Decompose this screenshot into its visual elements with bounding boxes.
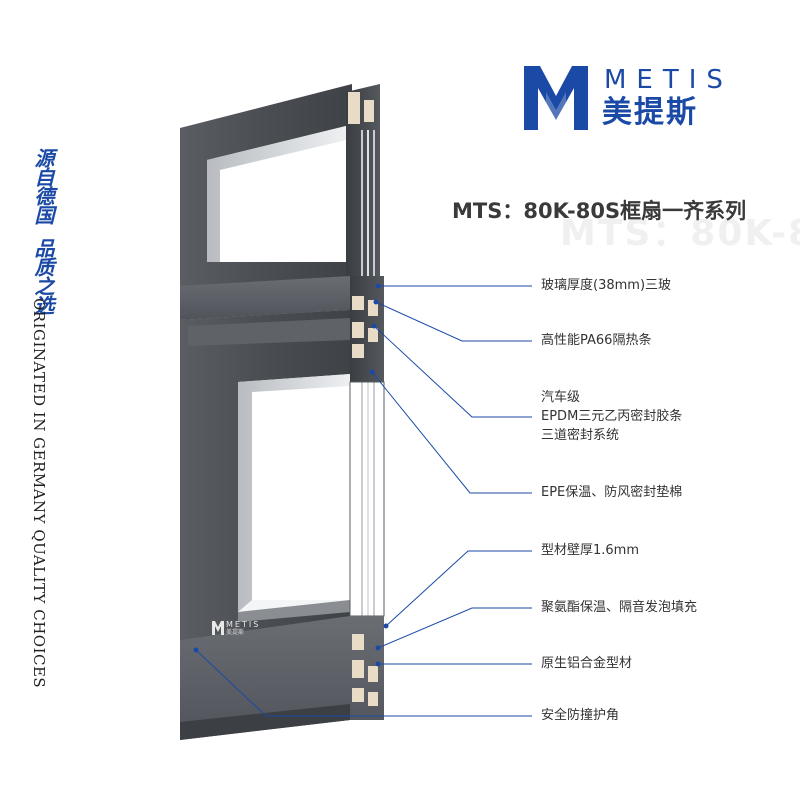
upper-insulation-strip-2 xyxy=(364,100,374,122)
slogan-chinese: 源自德国品质之选 xyxy=(24,148,55,314)
lower-glass xyxy=(252,386,350,600)
slogan-chinese-part2: 品质之选 xyxy=(31,238,55,314)
series-title: MTS：80K-80S框扇一齐系列 xyxy=(452,199,747,223)
badge-latin: METIS xyxy=(226,620,261,629)
badge-chinese: 美提斯 xyxy=(226,629,245,636)
leader-lines xyxy=(195,285,532,717)
bottom-insulation-strip xyxy=(352,634,364,650)
transom-top xyxy=(180,276,350,320)
upper-glass xyxy=(220,140,346,262)
feature-label-insulation-strip: 高性能PA66隔热条 xyxy=(541,333,652,348)
feature-label-glass: 玻璃厚度(38mm)三玻 xyxy=(541,278,672,293)
feature-label-foam-fill: 聚氨酯保温、隔音发泡填充 xyxy=(541,600,698,615)
brand-chinese-name: 美提斯 xyxy=(602,95,698,130)
series-title-watermark: MTS：80K-8 xyxy=(560,214,800,254)
brand-m-icon xyxy=(524,66,588,130)
upper-insulation-strip xyxy=(348,92,360,124)
upper-glass-edge xyxy=(207,126,346,262)
leader-dots xyxy=(193,283,389,667)
slogan-english: ORIGINATED IN GERMANY QUALITY CHOICES xyxy=(30,298,48,689)
product-badge: METIS 美提斯 xyxy=(212,620,261,639)
feature-label-seal: 汽车级 EPDM三元乙丙密封胶条 三道密封系统 xyxy=(541,390,683,443)
badge-logo-icon xyxy=(212,621,224,635)
brand-logo: METIS 美提斯 xyxy=(524,66,774,130)
feature-label-wall-thickness: 型材壁厚1.6mm xyxy=(541,543,640,558)
brand-latin-name: METIS xyxy=(604,65,733,95)
feature-label-aluminum: 原生铝合金型材 xyxy=(541,656,633,671)
feature-label-epe: EPE保温、防风密封垫棉 xyxy=(541,485,683,500)
lower-glass-edge xyxy=(238,374,350,612)
slogan-chinese-part1: 源自德国 xyxy=(31,148,55,224)
feature-label-corner-guard: 安全防撞护角 xyxy=(541,708,620,723)
